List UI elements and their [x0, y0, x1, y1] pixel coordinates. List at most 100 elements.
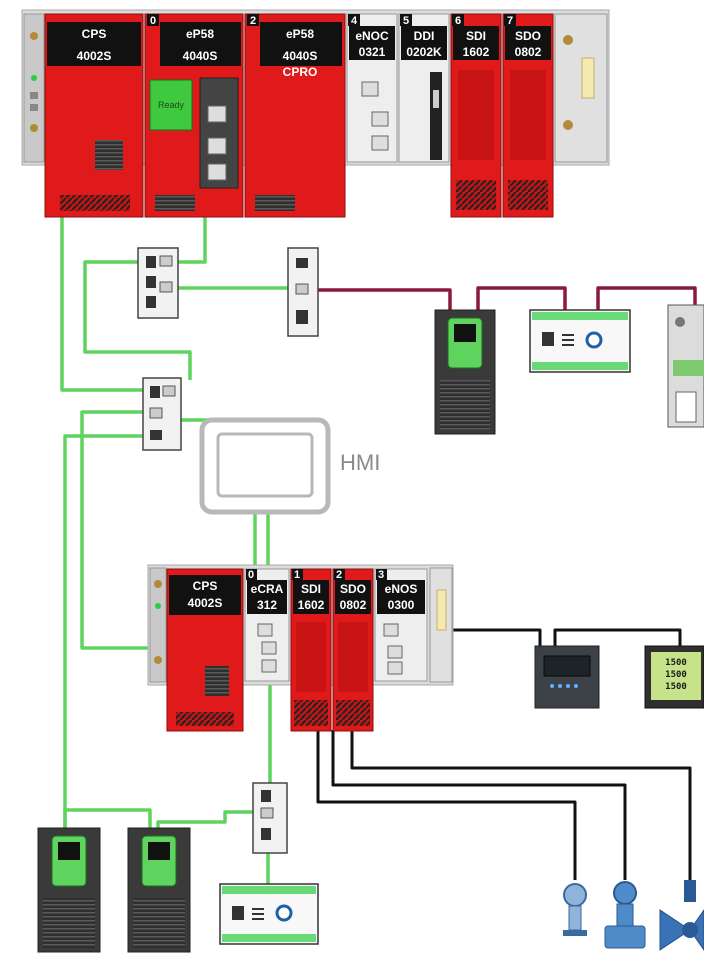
pressure-transmitter[interactable] [563, 883, 587, 936]
io-status-icon-bottom [275, 904, 293, 922]
enos-port-3[interactable] [387, 661, 403, 675]
remote-rack-adapter-module[interactable]: 0 eCRA 312 [244, 568, 290, 682]
hmi-label: HMI [340, 450, 380, 475]
remote-rack-sdi-module[interactable]: 1 SDI 1602 [290, 568, 332, 732]
enoc-port-3[interactable] [371, 135, 389, 151]
drive-bottom-right[interactable] [127, 827, 191, 953]
remote-rack[interactable]: CPS 4002S 0 eCRA 312 1 SDI 1602 [147, 564, 454, 732]
main-rack-enoc-model: 0321 [359, 45, 386, 59]
distributed-io-bottom[interactable] [219, 883, 319, 945]
main-rack-sdo-name: SDO [515, 29, 541, 43]
rack-end-plate-left [23, 13, 45, 163]
cable-sdo-to-valve [350, 730, 692, 880]
cable-meter-to-display [553, 628, 682, 648]
remote-rack-sdi-name: SDI [301, 582, 321, 596]
remote-rack-sdo-name: SDO [340, 582, 366, 596]
drive-link-cables [305, 286, 697, 312]
main-rack-enoc-slot: 4 [351, 15, 358, 27]
cable-sdi-to-sensor1 [316, 730, 577, 880]
remote-rack-ecra-model: 312 [257, 598, 277, 612]
motor-controller[interactable] [534, 645, 600, 709]
distributed-io-top[interactable] [529, 309, 631, 373]
remote-rack-psu-model: 4002S [188, 596, 223, 610]
cpu-eth-port-3[interactable] [207, 163, 227, 181]
flow-meter[interactable] [604, 881, 646, 949]
device-cables [316, 628, 692, 880]
enoc-port-1[interactable] [361, 81, 379, 97]
switch-b[interactable] [137, 247, 179, 319]
cable-io-to-controller [596, 286, 697, 312]
remote-rack-enos-name: eNOS [385, 582, 418, 596]
power-meter-display[interactable]: 1500 1500 1500 [644, 645, 704, 709]
cable-switch-a-to-drive [63, 434, 150, 830]
meter-line-1: 1500 [665, 658, 687, 668]
remote-rack-sdo-model: 0802 [340, 598, 367, 612]
hmi-panel[interactable] [199, 417, 331, 515]
remote-rack-sdi-model: 1602 [298, 598, 325, 612]
remote-rack-enos-slot: 3 [378, 569, 384, 581]
cpu-ready-display [149, 79, 193, 131]
main-rack-ddi-module[interactable]: 5 DDI 0202K [398, 13, 450, 163]
controller-right-edge[interactable] [667, 304, 704, 428]
main-rack-cpro-slot: 2 [250, 15, 256, 27]
main-rack-sdi-name: SDI [466, 29, 486, 43]
remote-rack-ecra-name: eCRA [251, 582, 284, 596]
remote-rack-psu-module[interactable]: CPS 4002S [166, 568, 244, 732]
cable-switch-d-to-drive2 [156, 810, 270, 830]
remote-rack-sdi-slot: 1 [294, 569, 300, 581]
cpu-eth-port-1[interactable] [207, 105, 227, 123]
main-rack-psu-model: 4002S [77, 49, 112, 63]
cpu-ready-label: Ready [158, 100, 185, 110]
main-rack-cpu-model: 4040S [183, 49, 218, 63]
enoc-port-2[interactable] [371, 111, 389, 127]
main-rack-ddi-model: 0202K [406, 45, 442, 59]
rack-end-plate-right [554, 13, 608, 163]
remote-rack-ecra-slot: 0 [248, 569, 254, 581]
ecra-port-1[interactable] [257, 623, 273, 637]
main-rack-safety-coprocessor-module[interactable]: 2 eP58 4040S CPRO [244, 13, 346, 218]
drive-bottom-left[interactable] [37, 827, 101, 953]
cable-drive-to-io [476, 286, 567, 312]
main-rack-cpu-slot: 0 [150, 15, 156, 27]
main-rack[interactable]: CPS 4002S 0 eP58 4040S Ready [21, 9, 610, 218]
main-rack-sdi-slot: 6 [455, 15, 461, 27]
main-rack-sdi-module[interactable]: 6 SDI 1602 [450, 13, 502, 218]
switch-d[interactable] [252, 782, 288, 854]
main-rack-psu-name: CPS [82, 27, 107, 41]
meter-line-2: 1500 [665, 670, 687, 680]
enos-port-1[interactable] [383, 623, 399, 637]
main-rack-network-module[interactable]: 4 eNOC 0321 [346, 13, 398, 163]
switch-a[interactable] [142, 377, 182, 451]
cable-drive-daisy [63, 808, 152, 830]
cable-sdi-to-sensor2 [331, 730, 627, 880]
main-rack-sdo-module[interactable]: 7 SDO 0802 [502, 13, 554, 218]
main-rack-enoc-name: eNOC [355, 29, 389, 43]
remote-rack-enos-module[interactable]: 3 eNOS 0300 [374, 568, 428, 682]
cable-switch-b-ring [83, 260, 192, 380]
remote-rack-end-plate-right [429, 567, 453, 683]
main-rack-cpu-module[interactable]: 0 eP58 4040S Ready [144, 13, 244, 218]
main-rack-ddi-name: DDI [414, 29, 435, 43]
switch-c[interactable] [287, 247, 319, 337]
main-rack-cpro-model: 4040S [283, 49, 318, 63]
ecra-port-2[interactable] [261, 641, 277, 655]
main-rack-cpro-tag: CPRO [283, 65, 318, 79]
drive-top[interactable] [434, 309, 496, 435]
remote-rack-psu-name: CPS [193, 579, 218, 593]
cpu-eth-port-2[interactable] [207, 137, 227, 155]
control-valve[interactable] [659, 880, 704, 951]
ecra-port-3[interactable] [261, 659, 277, 673]
ethernet-cables [60, 146, 302, 885]
main-rack-sdo-model: 0802 [515, 45, 542, 59]
io-status-icon [585, 331, 603, 349]
remote-rack-sdo-slot: 2 [336, 569, 342, 581]
enos-port-2[interactable] [387, 645, 403, 659]
main-rack-ddi-slot: 5 [403, 15, 409, 27]
main-rack-psu-module[interactable]: CPS 4002S [44, 13, 144, 218]
cable-switch-c-to-drive [305, 288, 452, 312]
main-rack-cpu-name: eP58 [186, 27, 214, 41]
remote-rack-end-plate-left [149, 567, 167, 683]
remote-rack-sdo-module[interactable]: 2 SDO 0802 [332, 568, 374, 732]
meter-line-3: 1500 [665, 682, 687, 692]
